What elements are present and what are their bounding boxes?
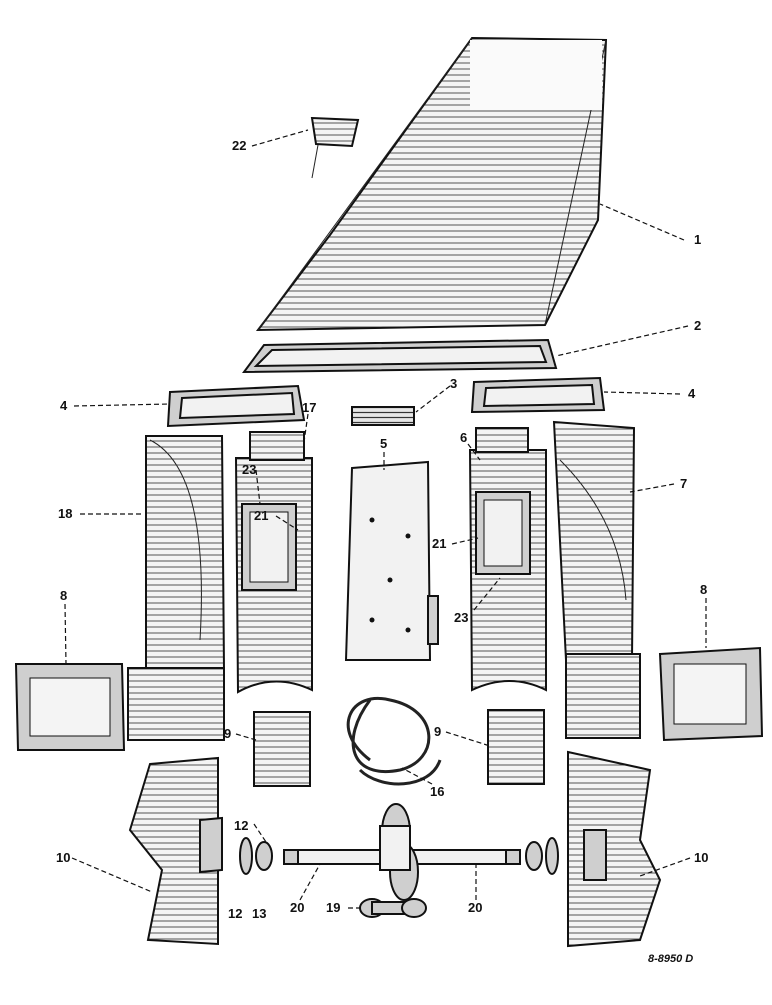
callout-10-right: 10 [694, 850, 708, 865]
leader-lines [64, 129, 707, 909]
part-12-right-bearing [525, 841, 543, 871]
callout-8-right: 8 [700, 582, 707, 597]
callout-4-left: 4 [60, 398, 68, 413]
callout-16: 16 [430, 784, 444, 799]
callout-10-left: 10 [56, 850, 70, 865]
callout-6: 6 [460, 430, 467, 445]
part-16-v-belt [346, 697, 442, 786]
part-2-gasket [241, 338, 558, 374]
callout-20-left: 20 [290, 900, 304, 915]
callout-21-left: 21 [254, 508, 268, 523]
part-7-right-housing [552, 420, 641, 739]
callout-1: 1 [694, 232, 701, 247]
part-5-center-channel [344, 460, 439, 661]
part-17-left-inner-housing [234, 431, 313, 694]
part-19-coupling [359, 898, 427, 918]
part-8-left-flange [14, 663, 126, 751]
callout-2: 2 [694, 318, 701, 333]
callout-20-right: 20 [468, 900, 482, 915]
part-13-bearing [255, 841, 273, 871]
part-4-left-gasket [166, 384, 306, 428]
callout-12-bottom: 12 [228, 906, 242, 921]
drawing-number: 8-8950 D [648, 953, 693, 965]
part-18-left-housing [127, 435, 226, 741]
callout-18: 18 [58, 506, 72, 521]
callout-8-left: 8 [60, 588, 67, 603]
callout-12-top: 12 [234, 818, 248, 833]
part-12-right-washer [545, 837, 559, 875]
part-4-right-gasket [470, 376, 606, 414]
callout-23-top: 23 [242, 462, 256, 477]
callout-5: 5 [380, 436, 387, 451]
part-12-left-washer [239, 837, 253, 875]
callout-labels: 1 2 3 4 4 5 6 7 8 8 9 9 10 10 12 12 13 1… [56, 138, 708, 921]
callout-9-left: 9 [224, 726, 231, 741]
callout-23-bottom: 23 [454, 610, 468, 625]
callout-17: 17 [302, 400, 316, 415]
part-9-right-cover [487, 709, 545, 785]
part-9-left-cover [253, 711, 311, 787]
part-10-right-fan [567, 750, 662, 948]
part-3-plate [351, 406, 415, 426]
part-10-left-fan [128, 756, 223, 946]
callout-21-right: 21 [432, 536, 446, 551]
part-6-right-inner-housing [468, 427, 547, 692]
callout-3: 3 [450, 376, 457, 391]
callout-9-right: 9 [434, 724, 441, 739]
part-22-bracket [310, 116, 360, 179]
callout-13: 13 [252, 906, 266, 921]
callout-22: 22 [232, 138, 246, 153]
callout-7: 7 [680, 476, 687, 491]
part-8-right-flange [658, 646, 764, 742]
callout-4-right: 4 [688, 386, 696, 401]
callout-19: 19 [326, 900, 340, 915]
pulley [379, 803, 419, 901]
part-1-chute-hood [255, 36, 608, 332]
